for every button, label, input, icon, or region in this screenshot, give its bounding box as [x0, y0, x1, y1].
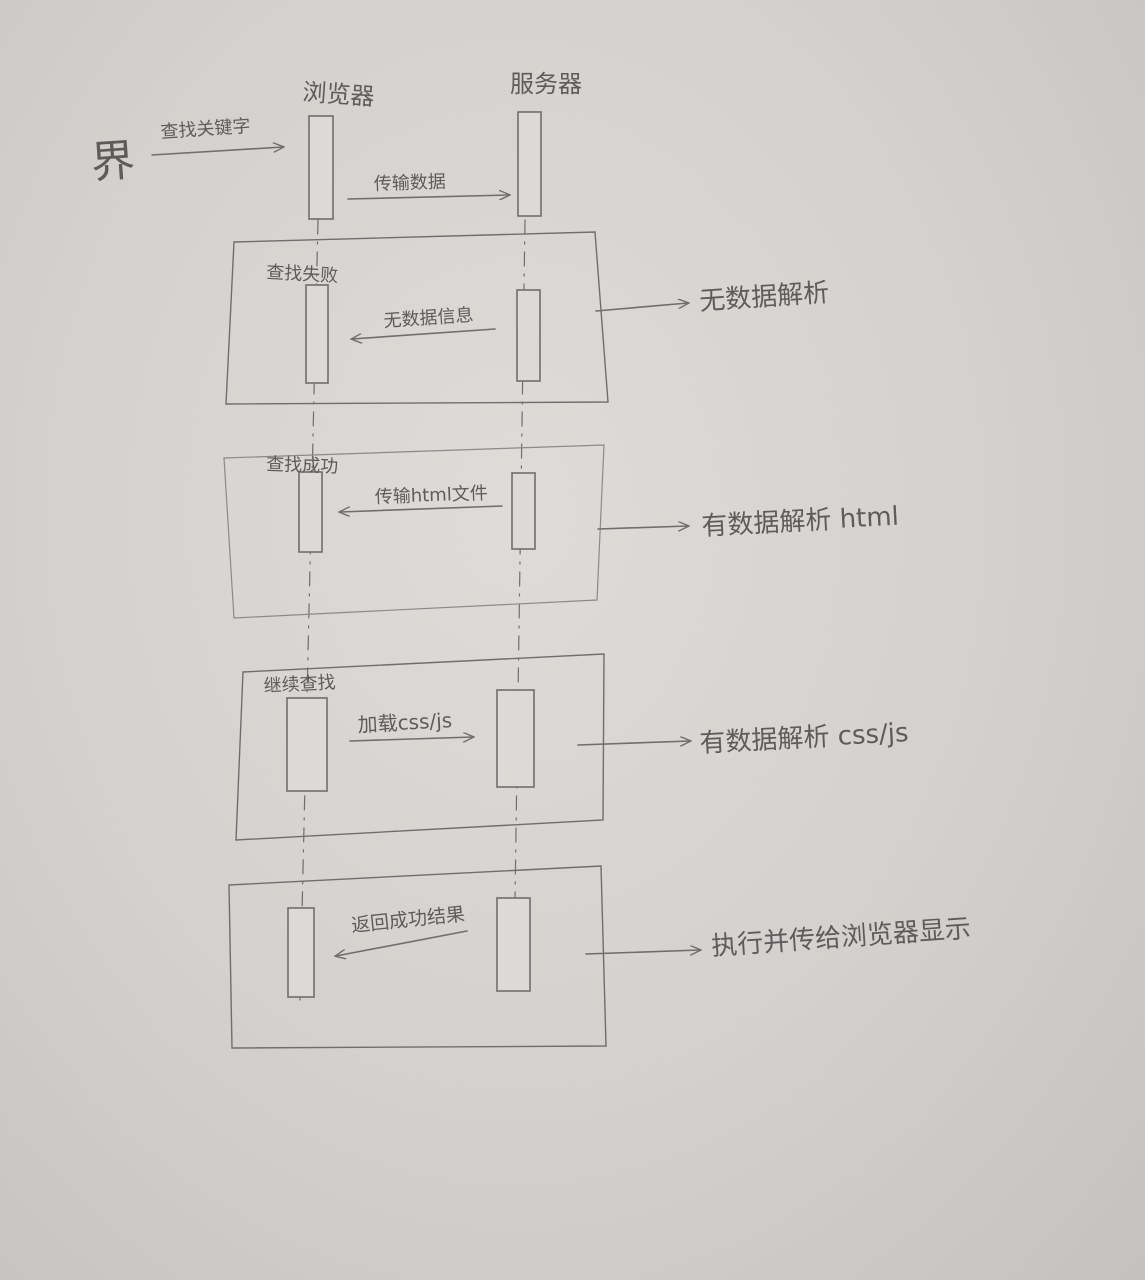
browser-activation-3	[298, 471, 323, 553]
note-execute: 执行并传给浏览器显示	[710, 914, 971, 962]
arrow-transfer-data	[347, 195, 509, 199]
arrow-note-execute	[585, 950, 700, 954]
server-activation-1	[517, 111, 542, 217]
browser-activation-2	[305, 284, 329, 384]
server-label: 服务器	[510, 70, 582, 98]
arrow-load-cssjs	[349, 737, 473, 741]
arrow-search-keyword	[151, 147, 283, 156]
label-no-data-info: 无数据信息	[383, 305, 474, 332]
arrow-return-success	[336, 930, 468, 956]
frame-fail	[225, 231, 609, 405]
frame-success	[223, 444, 605, 619]
arrow-note-cssjs	[577, 741, 690, 745]
label-search-keyword: 查找关键字	[160, 116, 251, 143]
note-no-data: 无数据解析	[698, 278, 830, 317]
frame-continue	[235, 653, 605, 841]
note-cssjs-parse: 有数据解析 css/js	[699, 718, 909, 759]
browser-activation-5	[287, 907, 315, 998]
note-html-parse: 有数据解析 html	[701, 502, 900, 542]
browser-label: 浏览器	[302, 78, 376, 111]
server-activation-5	[496, 897, 531, 992]
label-transfer-html: 传输html文件	[374, 483, 488, 508]
arrow-transfer-html	[340, 505, 503, 512]
arrow-note-html	[597, 526, 688, 529]
browser-activation-1	[308, 115, 334, 220]
server-activation-4	[496, 689, 535, 788]
frame-return	[228, 865, 607, 1049]
label-transfer-data: 传输数据	[373, 171, 446, 194]
frame-label-success: 查找成功	[266, 454, 339, 477]
label-load-cssjs: 加载css/js	[357, 708, 453, 737]
server-activation-3	[511, 472, 536, 550]
user-label: 界	[89, 135, 136, 189]
label-return-success: 返回成功结果	[350, 903, 466, 937]
browser-activation-4	[286, 697, 328, 792]
frame-label-fail: 查找失败	[266, 262, 339, 287]
server-activation-2	[516, 289, 541, 382]
arrow-note-no-data	[595, 303, 688, 312]
frame-label-continue: 继续查找	[263, 672, 336, 697]
arrow-no-data-info	[352, 328, 496, 339]
